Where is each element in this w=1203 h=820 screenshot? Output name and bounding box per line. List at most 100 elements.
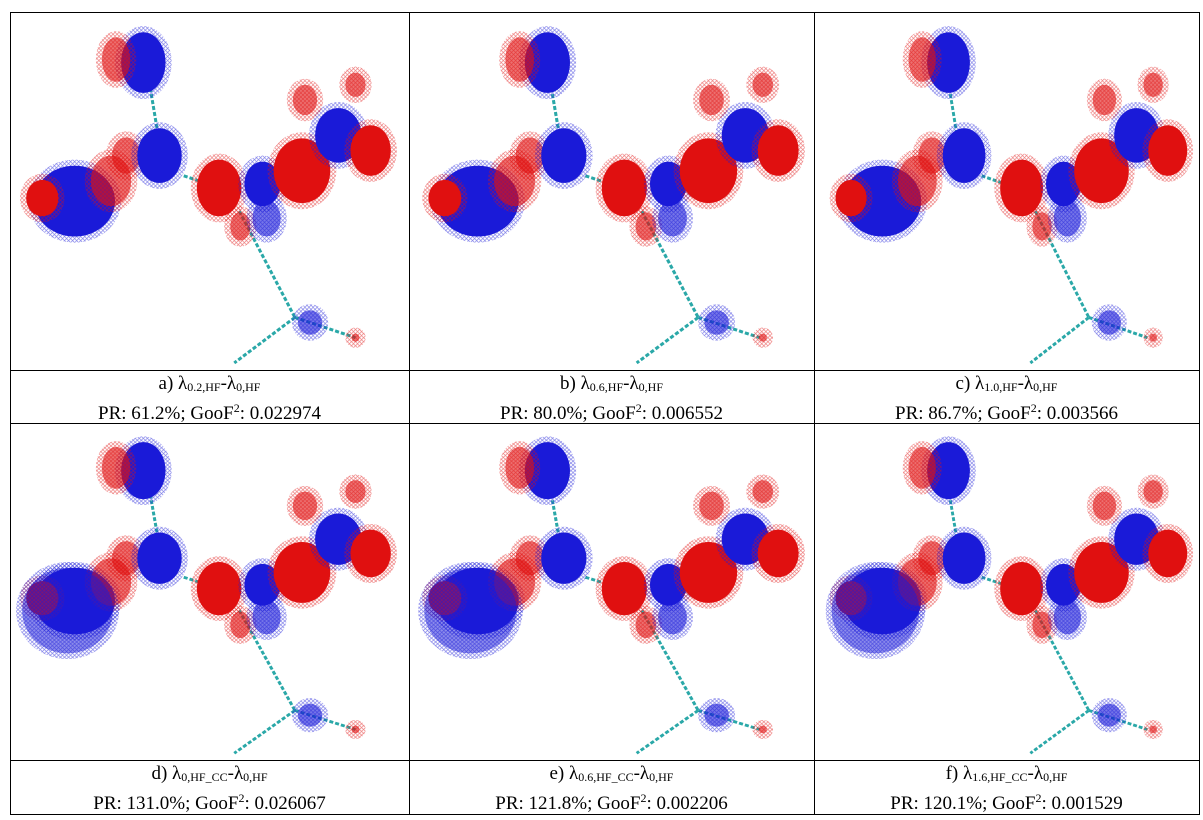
goof-superscript: 2 <box>233 401 240 415</box>
bond <box>233 316 296 365</box>
positive-lobe <box>758 725 767 734</box>
positive-lobe <box>345 480 366 504</box>
positive-lobe <box>757 529 799 578</box>
pr-value: 120.1% <box>923 793 983 814</box>
molecule-isosurface <box>825 436 1194 755</box>
bond <box>635 709 700 755</box>
separator: : <box>244 793 255 814</box>
lambda-symbol: λ <box>962 763 973 784</box>
goof-value: 0.026067 <box>254 793 326 814</box>
positive-lobe <box>897 155 937 207</box>
row-divider <box>11 760 1199 761</box>
lambda-symbol: λ <box>233 763 244 784</box>
positive-lobe <box>635 212 657 241</box>
lambda-subscript: 0,HF <box>1043 770 1068 784</box>
pr-value: 131.0% <box>126 793 186 814</box>
positive-lobe <box>101 37 131 82</box>
molecule-isosurface <box>418 436 805 755</box>
pr-value: 80.0% <box>533 403 583 424</box>
caption-metrics: PR: 86.7%; GooF2: 0.003566 <box>815 396 1198 426</box>
goof-superscript: 2 <box>1030 401 1037 415</box>
positive-lobe <box>1032 611 1052 639</box>
lambda-subscript: 1.6,HF_CC <box>972 770 1028 784</box>
negative-lobe <box>22 567 114 654</box>
negative-lobe <box>424 567 517 654</box>
negative-lobe <box>831 567 920 654</box>
positive-lobe <box>635 611 657 639</box>
negative-lobe <box>297 310 323 335</box>
goof-label: GooF <box>190 403 234 424</box>
negative-lobe <box>1053 600 1082 635</box>
separator: : <box>641 403 652 424</box>
separator: : <box>1041 793 1052 814</box>
separator: : <box>239 403 250 424</box>
panel-label: b) <box>559 373 581 394</box>
pr-label: PR: <box>495 793 529 814</box>
positive-lobe <box>699 491 724 521</box>
positive-lobe <box>601 562 647 616</box>
negative-lobe <box>1097 703 1121 727</box>
separator: ; <box>185 793 196 814</box>
molecule-isosurface <box>422 26 805 365</box>
positive-lobe <box>835 179 867 217</box>
positive-lobe <box>601 159 647 217</box>
bond <box>635 316 700 365</box>
positive-lobe <box>345 72 366 97</box>
negative-lobe <box>704 310 729 335</box>
caption-formula: f) λ1.6,HF_CC-λ0,HF <box>815 762 1198 789</box>
orbital-image <box>411 14 811 368</box>
positive-lobe <box>90 155 132 207</box>
caption-metrics: PR: 120.1%; GooF2: 0.001529 <box>815 786 1198 816</box>
negative-lobe <box>252 200 281 237</box>
positive-lobe <box>1143 72 1163 97</box>
negative-lobe <box>704 703 729 727</box>
lambda-symbol: λ <box>580 373 590 394</box>
separator: : <box>1036 403 1047 424</box>
caption-formula: e) λ0.6,HF_CC-λ0,HF <box>410 762 813 789</box>
pr-label: PR: <box>500 403 534 424</box>
lambda-symbol: λ <box>1023 373 1034 394</box>
lambda-subscript: 0.6,HF <box>589 380 624 394</box>
goof-label: GooF <box>987 403 1031 424</box>
caption-formula: c) λ1.0,HF-λ0,HF <box>815 372 1198 399</box>
pr-value: 86.7% <box>928 403 978 424</box>
pr-label: PR: <box>895 403 929 424</box>
goof-superscript: 2 <box>635 401 642 415</box>
column-divider <box>409 13 410 814</box>
pr-label: PR: <box>890 793 924 814</box>
molecule-isosurface <box>829 26 1194 365</box>
lambda-subscript: 0,HF <box>649 770 674 784</box>
caption-metrics: PR: 131.0%; GooF2: 0.026067 <box>11 786 408 816</box>
minus-sign: - <box>633 763 640 784</box>
bond <box>1029 316 1090 365</box>
panel-label: a) <box>158 373 179 394</box>
negative-lobe <box>942 128 986 183</box>
caption-metrics: PR: 61.2%; GooF2: 0.022974 <box>11 396 408 426</box>
positive-lobe <box>505 446 535 489</box>
lambda-subscript: 0.6,HF_CC <box>578 770 634 784</box>
positive-lobe <box>505 37 535 82</box>
positive-lobe <box>351 333 360 342</box>
caption-formula: d) λ0,HF_CC-λ0,HF <box>11 762 408 789</box>
caption-metrics: PR: 121.8%; GooF2: 0.002206 <box>410 786 813 816</box>
lambda-symbol: λ <box>226 373 237 394</box>
minus-sign: - <box>623 373 630 394</box>
negative-lobe <box>541 532 587 584</box>
lambda-subscript: 0,HF <box>243 770 268 784</box>
positive-lobe <box>1032 212 1052 241</box>
panel-label: d) <box>151 763 173 784</box>
lambda-symbol: λ <box>639 763 650 784</box>
column-divider <box>814 13 815 814</box>
positive-lobe <box>1149 333 1158 342</box>
minus-sign: - <box>1027 763 1034 784</box>
positive-lobe <box>196 562 242 616</box>
positive-lobe <box>230 212 251 241</box>
negative-lobe <box>137 128 182 183</box>
positive-lobe <box>1000 562 1044 616</box>
separator: : <box>646 793 657 814</box>
positive-lobe <box>752 480 774 504</box>
